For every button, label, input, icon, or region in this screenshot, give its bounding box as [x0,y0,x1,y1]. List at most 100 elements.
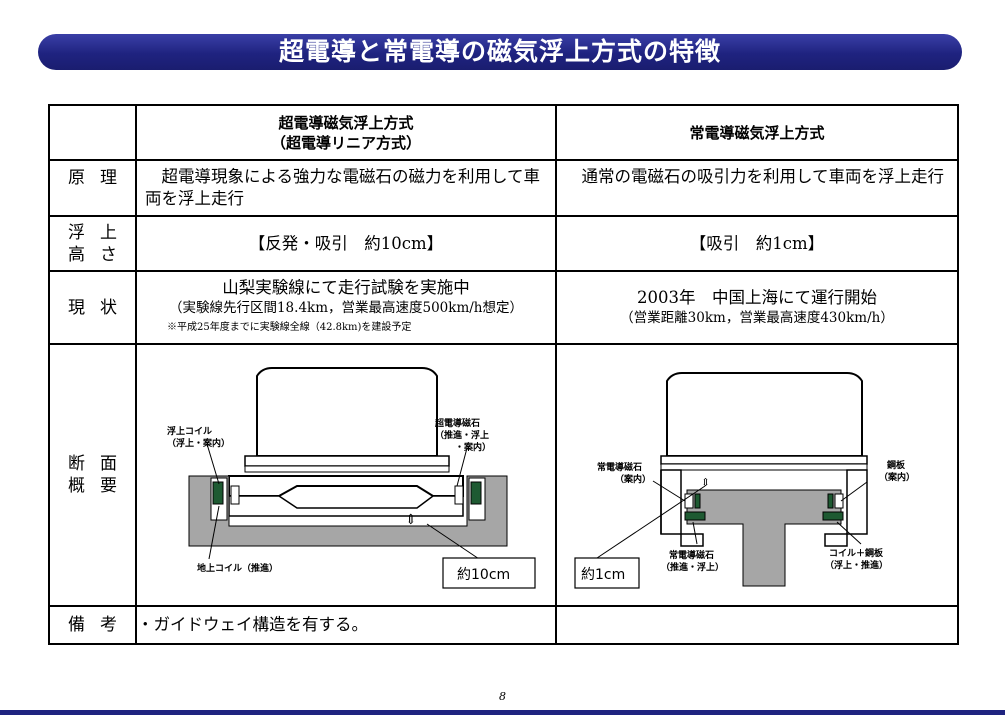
label-levitation-coil: （浮上・案内） [167,437,230,449]
row-status: 現 状 山梨実験線にて走行試験を実施中 （実験線先行区間18.4km，営業最高速… [48,270,959,345]
status-main-text: 2003年 中国上海にて運行開始 [637,287,877,307]
leader-line [596,485,706,559]
row-head-char: 状 [100,297,117,318]
principle-text: 通常の電磁石の吸引力を利用して車両を浮上走行 [565,167,945,186]
cell-remarks-normal [555,605,959,645]
row-head-char: 断 [68,454,85,474]
status-sub-text: （営業距離30km，営業最高速度430km/h） [620,309,894,326]
cell-status-normal: 2003年 中国上海にて運行開始 （営業距離30km，営業最高速度430km/h… [555,270,959,345]
label-levitation-coil: 浮上コイル [167,425,212,437]
cell-diagram-normal: ⇕ 常電導磁石 （案内） 鋼板 （案内） 常電導磁石 （推進・浮上） コイル＋鋼… [555,343,959,607]
row-head-char: 上 [100,222,117,243]
row-head-char: 理 [100,168,117,188]
row-head-char: 面 [100,454,117,474]
page-number: 8 [499,690,506,703]
status-sub-text: （実験線先行区間18.4km，営業最高速度500km/h想定） [168,299,524,316]
row-head-principle: 原 理 [48,159,137,217]
vehicle-frame [660,463,868,471]
label-sc-magnet: 超電導磁石 [434,417,480,429]
label-steel-plate: （案内） [879,471,915,483]
leader-line [208,505,220,560]
label-sc-magnet: ・案内） [455,441,491,453]
leader-line [456,447,468,487]
row-head-char: 現 [68,297,85,318]
row-head-cross-section: 断 面 概 要 [48,343,137,607]
leader-line [840,481,868,502]
cell-remarks-superconducting: ・ガイドウェイ構造を有する。 [135,605,557,645]
label-steel-plate: 鋼板 [886,459,906,471]
label-coil-plate: （浮上・推進） [825,559,888,571]
guideway [188,475,508,547]
column-header-superconducting: 超電導磁気浮上方式 （超電導リニア方式） [135,104,557,161]
label-nc-magnet: （案内） [615,473,651,485]
header-row: 超電導磁気浮上方式 （超電導リニア方式） 常電導磁気浮上方式 [48,104,959,161]
label-coil-plate: コイル＋鋼板 [829,547,884,559]
gap-box [442,557,536,589]
label-ground-coil: 地上コイル（推進） [197,562,278,574]
label-nc-magnet-bottom: 常電導磁石 [669,549,714,561]
vehicle-frame [244,465,450,473]
row-head-levitation: 浮 上 高 さ [48,215,137,272]
row-head-char: 考 [100,615,117,635]
vehicle-frame [244,455,450,467]
bracket-right [824,469,868,547]
guide-magnet-right [834,493,844,509]
column-header-normal: 常電導磁気浮上方式 [555,104,959,161]
row-remarks: 備 考 ・ガイドウェイ構造を有する。 [48,605,959,645]
cell-levitation-superconducting: 【反発・吸引 約10cm】 [135,215,557,272]
leader-line [836,521,862,545]
leader-line [652,480,686,502]
status-main-text: 山梨実験線にて走行試験を実施中 [222,277,470,297]
gap-value: 約1cm [581,567,625,583]
gap-arrow-icon: ⇕ [701,476,710,489]
column-header-line: 常電導磁気浮上方式 [689,123,825,142]
nc-magnet-left [684,511,706,521]
label-sc-magnet: （推進・浮上 [435,429,489,441]
row-head-char: さ [100,244,117,265]
nc-magnet-right [822,511,844,521]
gap-value: 約10cm [457,567,510,583]
column-header-line: 超電導磁気浮上方式 [278,113,414,132]
row-levitation: 浮 上 高 さ 【反発・吸引 約10cm】 【吸引 約1cm】 [48,215,959,272]
diagram-superconducting: ⇕ 浮上コイル （浮上・案内） 超電導磁石 （推進・浮上 ・案内） 地上コイル（… [167,367,536,589]
comparison-table: 超電導磁気浮上方式 （超電導リニア方式） 常電導磁気浮上方式 原 理 超電導現象… [48,104,959,645]
footer-rule [0,710,1005,715]
slide-title: 超電導と常電導の磁気浮上方式の特徴 [38,34,962,70]
empty-corner-cell [48,104,137,161]
column-header-line: （超電導リニア方式） [270,133,421,152]
vehicle-body [256,367,438,457]
vehicle-body [666,372,863,457]
steel-plate-left [694,493,701,509]
row-head-char: 高 [68,244,85,265]
row-head-status: 現 状 [48,270,137,345]
sc-magnet-right [454,485,464,505]
row-head-char: 備 [68,615,85,635]
label-nc-magnet: 常電導磁石 [597,461,642,473]
cell-principle-superconducting: 超電導現象による強力な電磁石の磁力を利用して車両を浮上走行 [135,159,557,217]
cell-status-superconducting: 山梨実験線にて走行試験を実施中 （実験線先行区間18.4km，営業最高速度500… [135,270,557,345]
principle-text: 超電導現象による強力な電磁石の磁力を利用して車両を浮上走行 [145,167,541,208]
row-head-char: 原 [68,168,85,188]
cell-diagram-superconducting: ⇕ 浮上コイル （浮上・案内） 超電導磁石 （推進・浮上 ・案内） 地上コイル（… [135,343,557,607]
ground-coil-right [470,481,482,505]
diagram-normal: ⇕ 常電導磁石 （案内） 鋼板 （案内） 常電導磁石 （推進・浮上） コイル＋鋼… [574,372,915,589]
ground-coil-left [212,481,224,505]
gap-arrow-icon: ⇕ [405,512,417,528]
row-head-remarks: 備 考 [48,605,137,645]
sc-magnet-left [230,485,240,505]
row-head-char: 概 [68,476,85,496]
leader-line [692,521,698,545]
gap-box [574,557,640,589]
row-cross-section: 断 面 概 要 [48,343,959,607]
status-note-text: ※平成25年度までに実験線全線（42.8km)を建設予定 [167,321,412,333]
leader-line [206,443,220,485]
label-nc-magnet-bottom: （推進・浮上） [661,561,724,573]
vehicle-frame [660,455,868,465]
bogie-lower [228,495,464,517]
row-head-char: 要 [100,476,117,496]
row-principle: 原 理 超電導現象による強力な電磁石の磁力を利用して車両を浮上走行 通常の電磁石… [48,159,959,217]
bogie [228,475,464,497]
cell-levitation-normal: 【吸引 約1cm】 [555,215,959,272]
row-head-char: 浮 [68,222,85,243]
steel-plate-right [827,493,834,509]
